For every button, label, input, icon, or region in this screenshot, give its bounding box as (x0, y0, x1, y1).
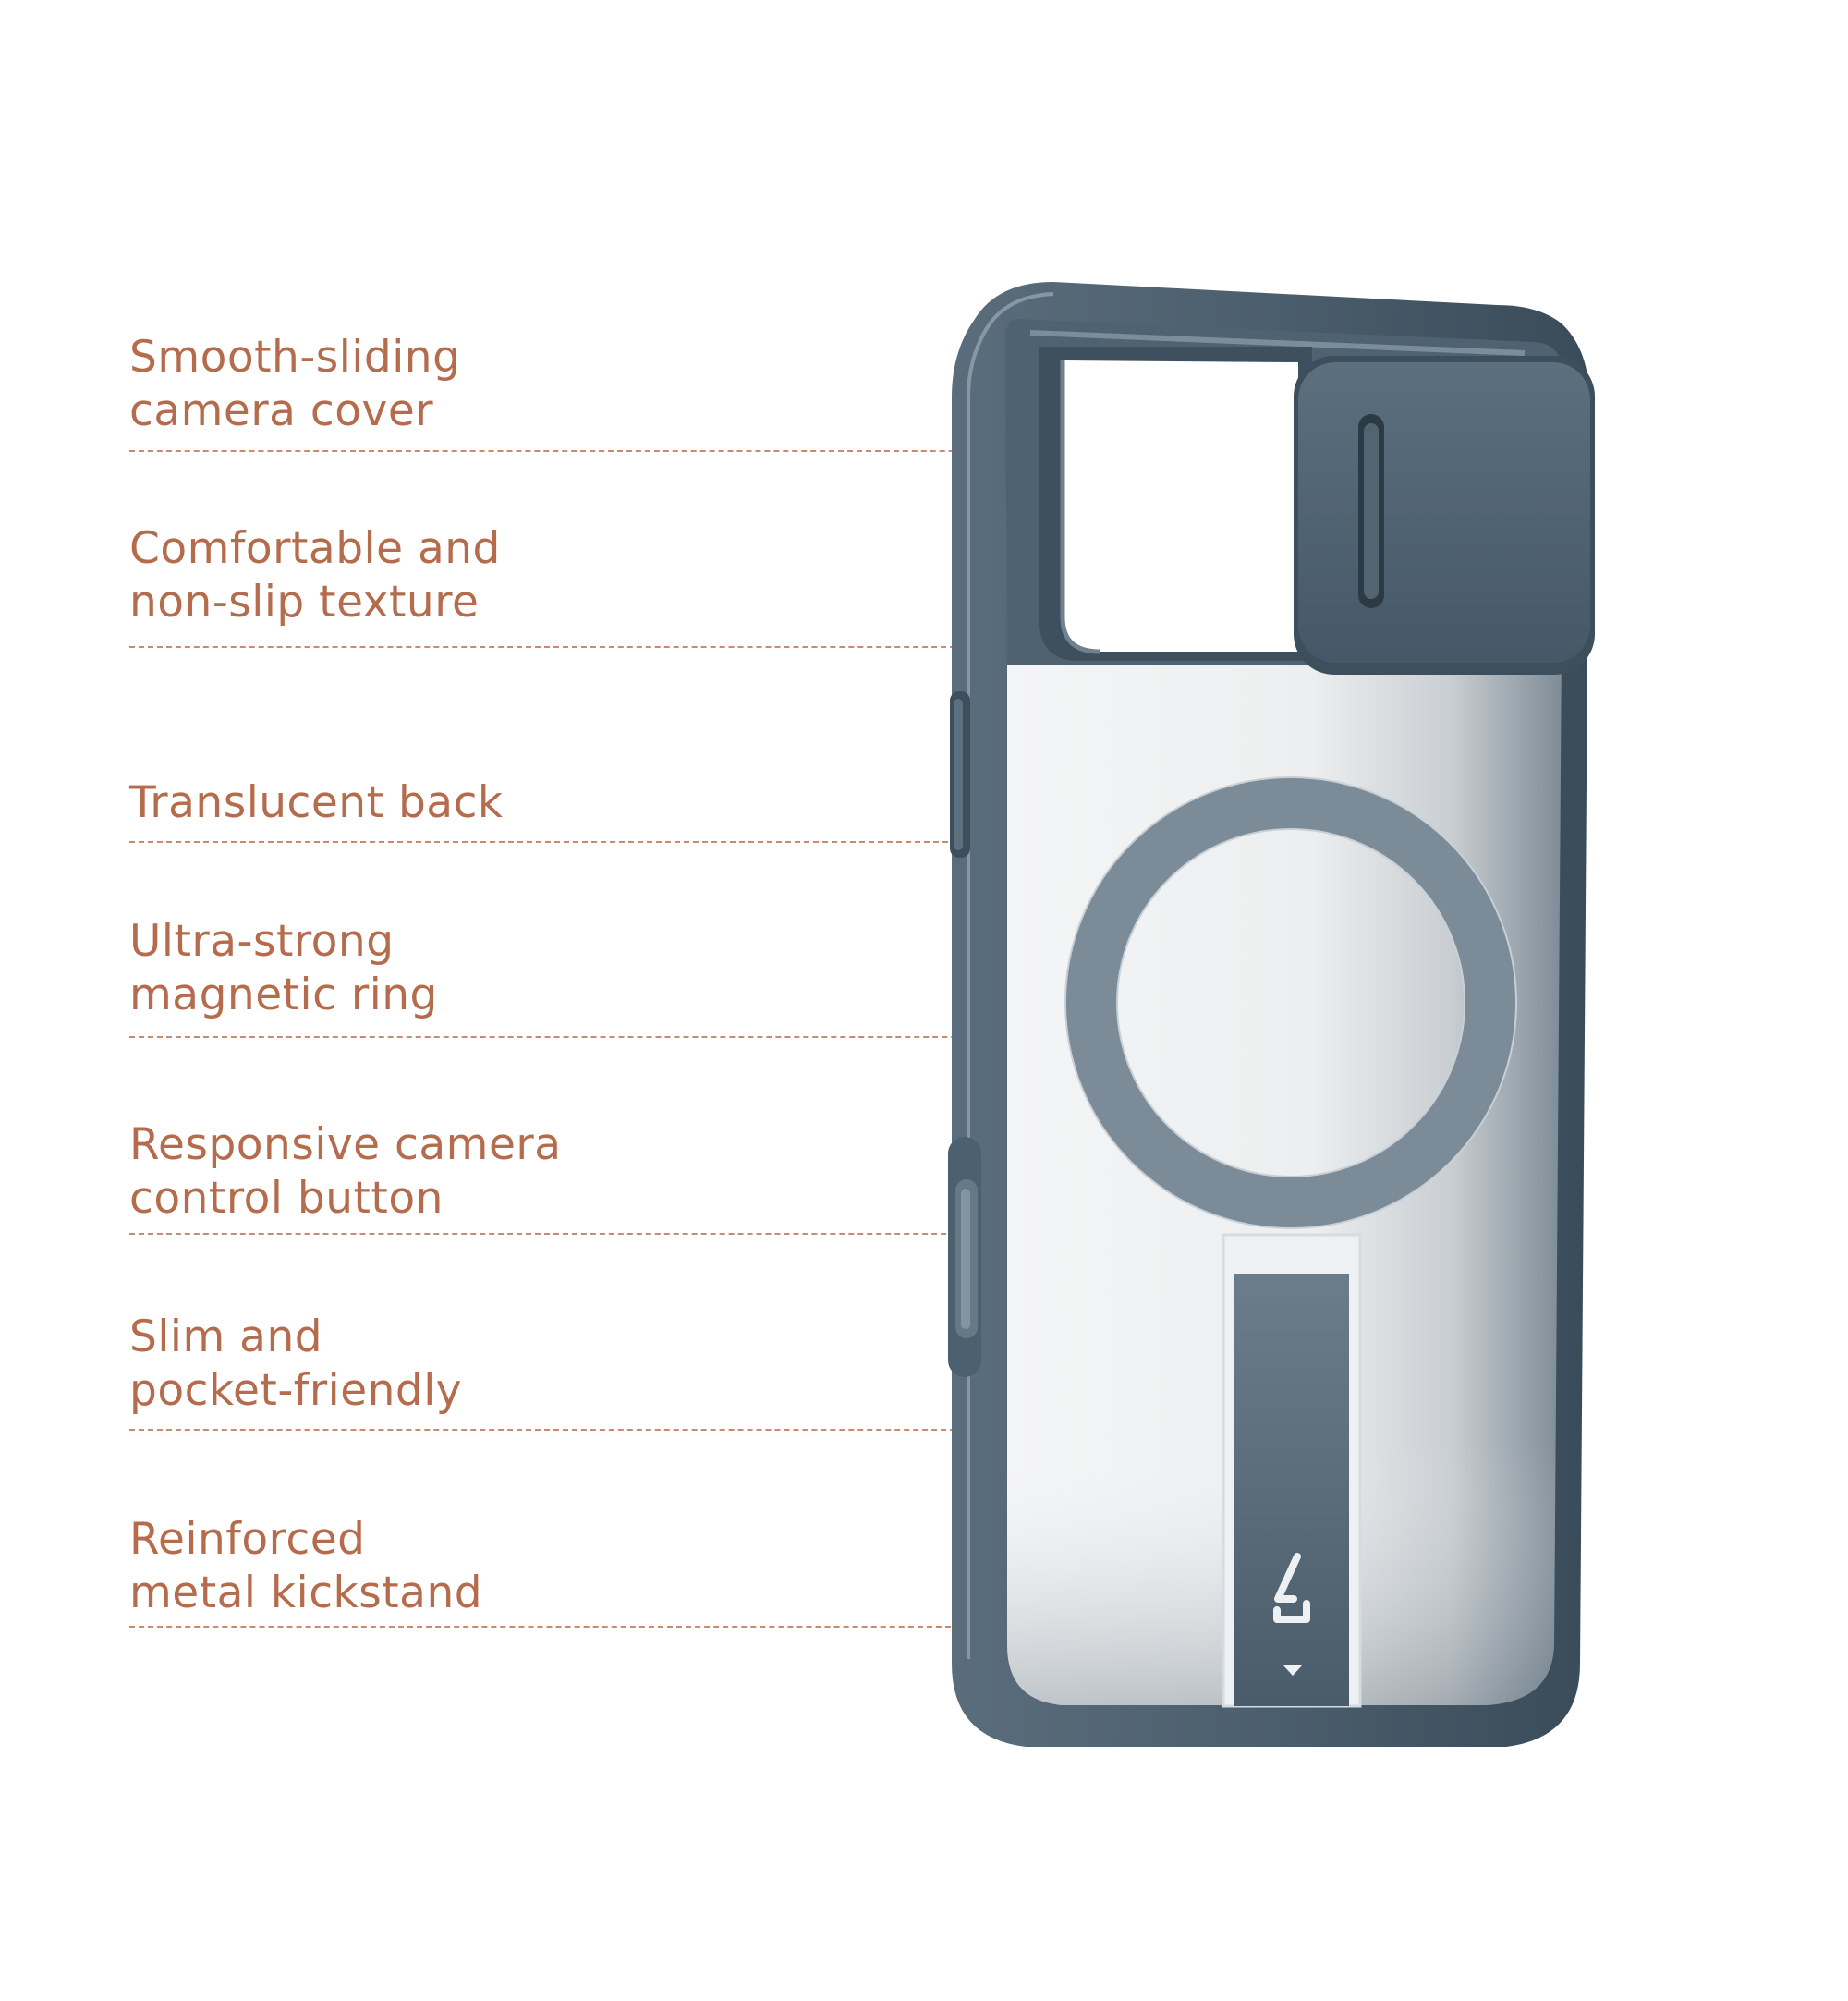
feature-line: Smooth-sliding (129, 332, 461, 383)
camera-window (1040, 347, 1312, 661)
feature-line: Slim and (129, 1312, 323, 1362)
magnetic-ring (1064, 776, 1517, 1229)
feature-line: Responsive camera (129, 1119, 562, 1170)
leader-line-texture (129, 646, 983, 648)
feature-camera-cover-label: Smooth-sliding camera cover (129, 331, 460, 438)
feature-translucent-back-label: Translucent back (129, 776, 504, 830)
leader-line-camera-control (129, 1233, 983, 1235)
brand-logo-icon (1273, 1553, 1310, 1623)
feature-line: pocket-friendly (129, 1365, 463, 1416)
arrow-down-icon (1283, 1665, 1303, 1676)
feature-camera-control-label: Responsive camera control button (129, 1118, 562, 1226)
leader-line-slim (129, 1429, 983, 1431)
feature-line: non-slip texture (129, 577, 480, 628)
feature-line: metal kickstand (129, 1568, 483, 1618)
metal-kickstand (1222, 1233, 1362, 1708)
feature-slim-label: Slim and pocket-friendly (129, 1311, 462, 1418)
leader-line-translucent-back (129, 841, 1059, 843)
feature-line: Reinforced (129, 1514, 366, 1565)
leader-line-kickstand (129, 1626, 1229, 1628)
leader-line-camera-cover (129, 450, 1111, 452)
volume-button (950, 691, 970, 858)
feature-line: Comfortable and (129, 523, 501, 574)
feature-line: Translucent back (129, 777, 504, 828)
feature-magnetic-ring-label: Ultra-strong magnetic ring (129, 915, 438, 1022)
camera-control-button (948, 1137, 981, 1377)
feature-line: magnetic ring (129, 970, 438, 1020)
feature-line: camera cover (129, 385, 434, 436)
feature-kickstand-label: Reinforced metal kickstand (129, 1513, 482, 1620)
leader-line-magnetic-ring (129, 1036, 1141, 1038)
feature-line: Ultra-strong (129, 916, 395, 967)
feature-texture-label: Comfortable and non-slip texture (129, 522, 501, 629)
feature-line: control button (129, 1173, 444, 1224)
camera-slider-cover (1294, 356, 1595, 675)
